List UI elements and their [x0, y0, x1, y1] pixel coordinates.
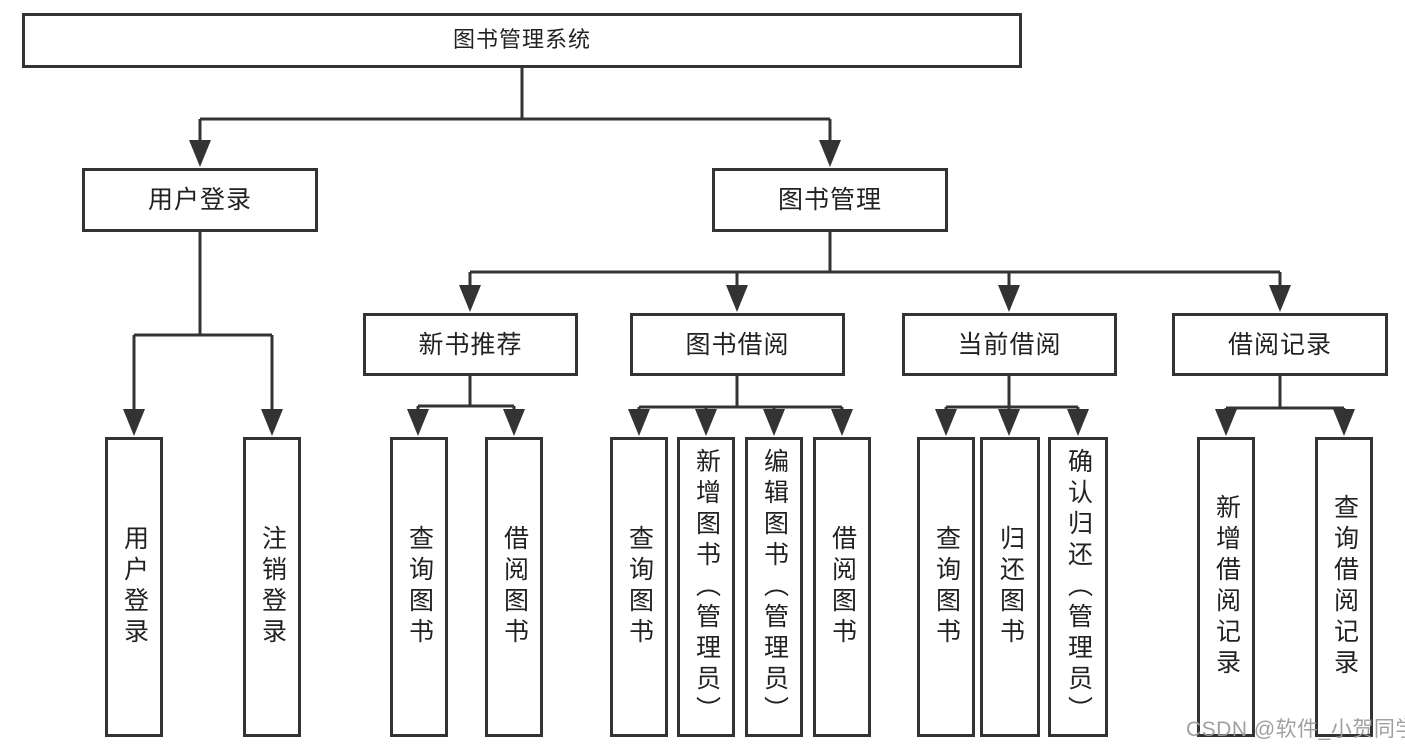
node-book-management: 图书管理	[712, 168, 948, 232]
leaf-recommend-borrow-books: 借阅图书	[485, 437, 543, 737]
leaf-borrow-query-books-label: 查询图书	[625, 525, 654, 649]
leaf-logout: 注销登录	[243, 437, 301, 737]
node-book-management-label: 图书管理	[777, 186, 882, 214]
node-book-borrow-label: 图书借阅	[685, 330, 790, 359]
leaf-recommend-query-books: 查询图书	[390, 437, 448, 737]
arrowheads	[123, 140, 1355, 436]
leaf-return-books: 归还图书	[980, 437, 1040, 737]
node-new-book-recommend-label: 新书推荐	[418, 330, 523, 359]
node-user-login: 用户登录	[82, 168, 318, 232]
leaf-recommend-borrow-books-label: 借阅图书	[500, 525, 529, 649]
leaf-current-query-books-label: 查询图书	[932, 525, 961, 649]
node-current-borrow: 当前借阅	[902, 313, 1117, 376]
leaf-user-login: 用户登录	[105, 437, 163, 737]
leaf-recommend-query-books-label: 查询图书	[405, 525, 434, 649]
node-new-book-recommend: 新书推荐	[363, 313, 578, 376]
leaf-query-borrow-record: 查询借阅记录	[1315, 437, 1373, 737]
leaf-query-borrow-record-label: 查询借阅记录	[1330, 494, 1359, 680]
leaf-borrow-query-books: 查询图书	[610, 437, 668, 737]
leaf-add-borrow-record: 新增借阅记录	[1197, 437, 1255, 737]
leaf-borrow-books-label: 借阅图书	[828, 525, 857, 649]
leaf-confirm-return-admin: 确认归还（管理员）	[1048, 437, 1108, 737]
leaf-current-query-books: 查询图书	[917, 437, 975, 737]
leaf-logout-label: 注销登录	[258, 525, 287, 649]
leaf-confirm-return-admin-label: 确认归还（管理员）	[1064, 447, 1093, 727]
leaf-edit-books-admin: 编辑图书（管理员）	[745, 437, 803, 737]
leaf-user-login-label: 用户登录	[120, 525, 149, 649]
node-borrow-records-label: 借阅记录	[1227, 330, 1332, 359]
node-book-borrow: 图书借阅	[630, 313, 845, 376]
leaf-borrow-books: 借阅图书	[813, 437, 871, 737]
node-borrow-records: 借阅记录	[1172, 313, 1388, 376]
node-current-borrow-label: 当前借阅	[957, 330, 1062, 359]
leaf-add-books-admin-label: 新增图书（管理员）	[692, 447, 721, 727]
leaf-add-books-admin: 新增图书（管理员）	[677, 437, 735, 737]
node-user-login-label: 用户登录	[147, 186, 252, 214]
leaf-return-books-label: 归还图书	[996, 525, 1025, 649]
leaf-edit-books-admin-label: 编辑图书（管理员）	[760, 447, 789, 727]
node-library-system: 图书管理系统	[22, 13, 1022, 68]
leaf-add-borrow-record-label: 新增借阅记录	[1212, 494, 1241, 680]
csdn-watermark: CSDN @软件_小贺同学	[1186, 718, 1405, 741]
node-library-system-label: 图书管理系统	[452, 27, 591, 53]
